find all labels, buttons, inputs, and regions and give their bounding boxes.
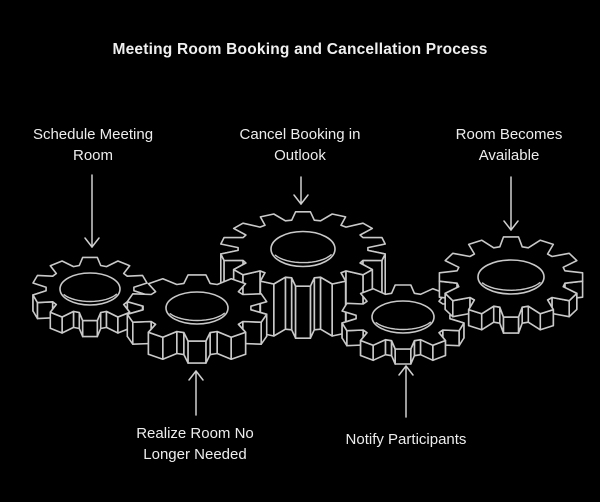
gear-icon xyxy=(438,236,584,334)
step-label-notify-participants: Notify Participants xyxy=(345,431,467,448)
arrow-down-icon xyxy=(84,174,100,248)
diagram-title: Meeting Room Booking and Cancellation Pr… xyxy=(112,41,488,58)
step-label-schedule-meeting-room: Schedule Meeting Room xyxy=(32,126,154,164)
arrow-up-icon xyxy=(188,370,204,416)
gear-icon xyxy=(126,274,268,364)
arrow-down-icon xyxy=(503,176,519,231)
gear-icon xyxy=(341,284,465,365)
step-label-cancel-booking-outlook: Cancel Booking in Outlook xyxy=(239,126,361,164)
step-label-room-becomes-available: Room Becomes Available xyxy=(455,126,563,164)
step-label-realize-room-not-needed: Realize Room No Longer Needed xyxy=(136,425,254,463)
arrow-up-icon xyxy=(398,365,414,418)
arrow-down-icon xyxy=(293,176,309,205)
